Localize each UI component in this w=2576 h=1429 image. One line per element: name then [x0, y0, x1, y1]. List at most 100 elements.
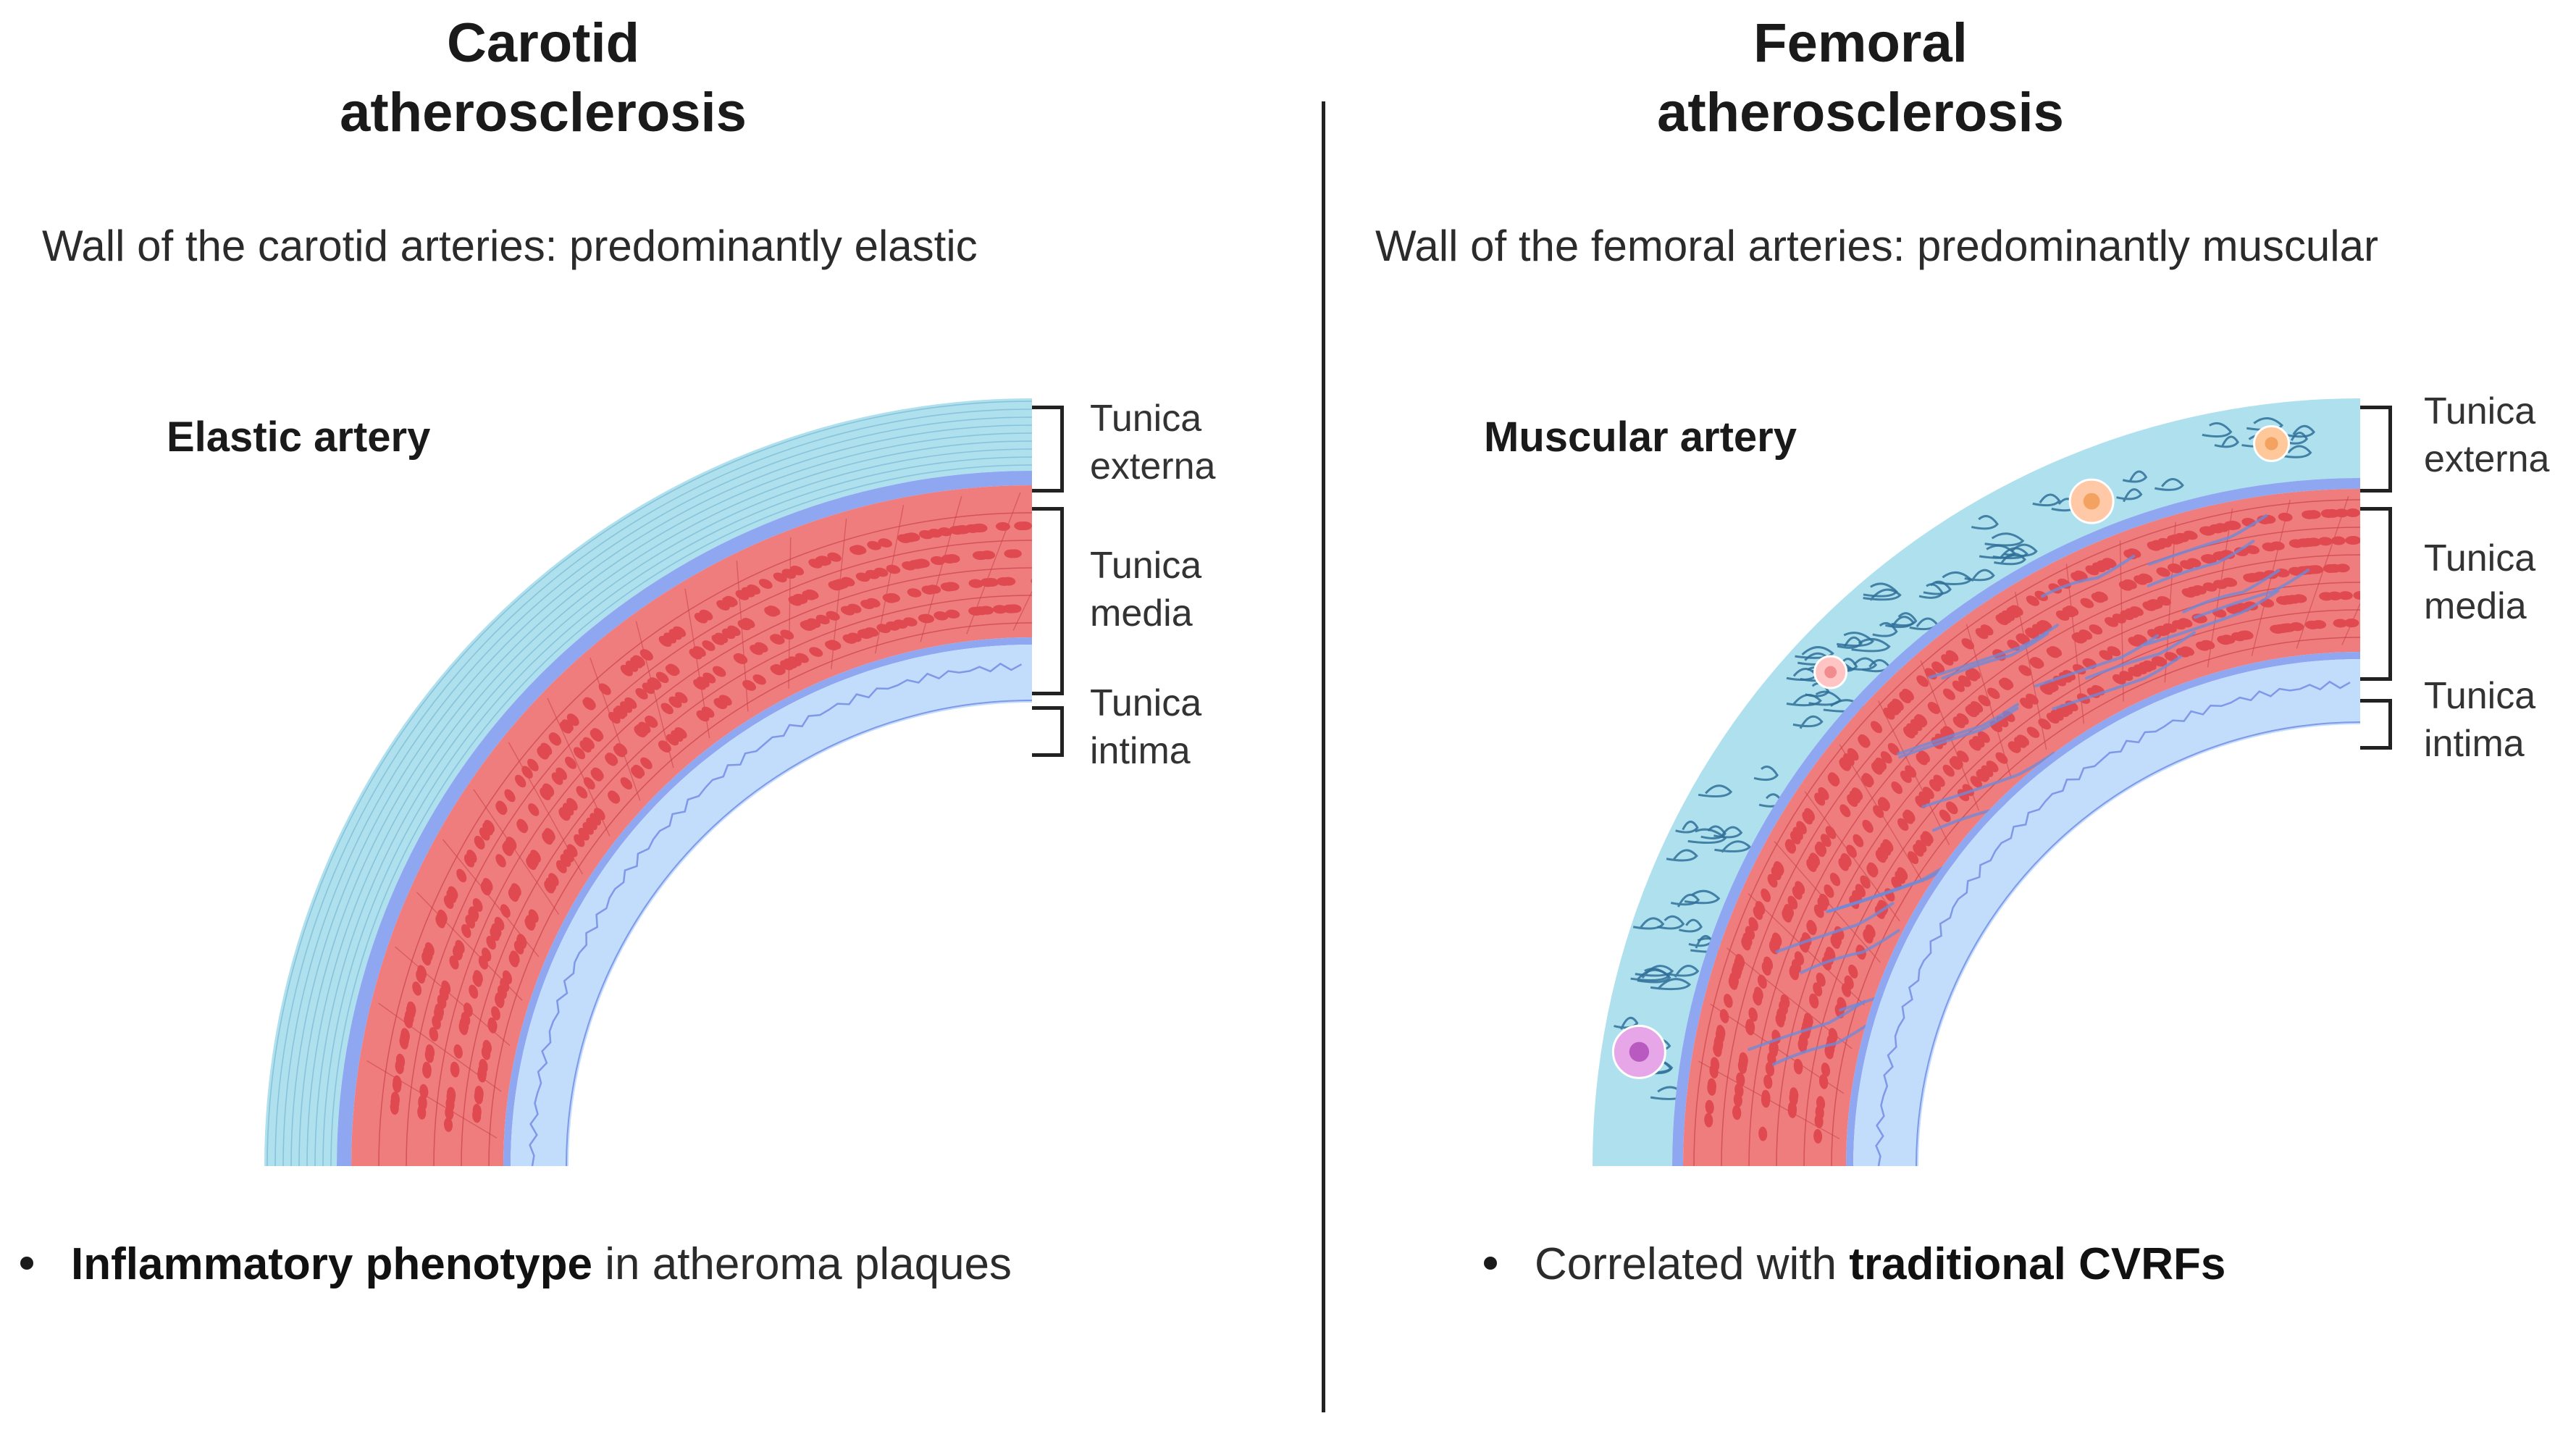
muscle-fiber	[2182, 569, 2281, 613]
externa-fill	[264, 398, 1032, 1166]
smooth-muscle-nucleus	[566, 797, 578, 811]
smooth-muscle-nucleus	[1862, 819, 1874, 833]
collagen-fiber	[1863, 588, 1902, 601]
smooth-muscle-nucleus	[2153, 656, 2168, 666]
smooth-muscle-nucleus	[443, 1117, 453, 1132]
smooth-muscle-boundary	[461, 595, 1032, 1166]
smooth-muscle-nucleus	[1719, 1009, 1729, 1023]
smooth-muscle-nucleus	[795, 653, 809, 663]
muscle-fiber	[1921, 752, 2056, 808]
smooth-muscle-nucleus	[1707, 1081, 1716, 1096]
smooth-muscle-nucleus	[2178, 618, 2193, 628]
smooth-muscle-nucleus	[1889, 701, 1902, 713]
smooth-muscle-nucleus	[1809, 852, 1821, 866]
smooth-muscle-nucleus	[583, 777, 595, 790]
smooth-muscle-nucleus	[544, 828, 555, 842]
artery-type-label: Muscular artery	[1484, 414, 1797, 461]
smooth-muscle-nucleus	[593, 808, 605, 821]
collagen-fiber	[1992, 547, 2029, 560]
intima-wavy-line	[1875, 680, 2351, 1166]
smooth-muscle-nucleus	[1787, 895, 1798, 910]
smooth-muscle-nucleus	[815, 614, 830, 625]
muscle-fiber	[1800, 929, 1900, 974]
bracket-tunica-intima	[2360, 699, 2392, 750]
smooth-muscle-nucleus	[423, 947, 433, 961]
smooth-muscle-nucleus	[1987, 687, 2000, 700]
smooth-muscle-nucleus	[2029, 658, 2043, 669]
collagen-fiber	[1679, 918, 1703, 933]
smooth-muscle-nucleus	[2201, 554, 2215, 564]
smooth-muscle-nucleus	[620, 664, 633, 676]
tunica-media-layer	[351, 485, 1032, 1166]
label-tunica-intima: Tunica intima	[1090, 682, 1202, 772]
smooth-muscle-nucleus	[2333, 619, 2348, 628]
smooth-muscle-nucleus	[2156, 625, 2170, 636]
smooth-muscle-nucleus	[514, 774, 526, 788]
smooth-muscle-nucleus	[2223, 577, 2238, 587]
smooth-muscle-nucleus	[1714, 1035, 1724, 1050]
smooth-muscle-nucleus	[446, 1089, 456, 1105]
smooth-muscle-nucleus	[840, 577, 855, 587]
smooth-muscle-nucleus	[860, 600, 875, 609]
smooth-muscle-nucleus	[2201, 526, 2215, 536]
smooth-muscle-nucleus	[1819, 1074, 1829, 1089]
smooth-muscle-nucleus	[1771, 933, 1782, 947]
smooth-muscle-nucleus	[847, 632, 862, 642]
smooth-muscle-nucleus	[1882, 839, 1894, 852]
smooth-muscle-nucleus	[2091, 592, 2105, 603]
smooth-muscle-nucleus	[502, 970, 513, 984]
smooth-muscle-nucleus	[482, 1039, 492, 1055]
smooth-muscle-nucleus	[2020, 697, 2033, 709]
smooth-muscle-nucleus	[1790, 1087, 1799, 1102]
smooth-muscle-nucleus	[530, 850, 541, 863]
smooth-muscle-nucleus	[718, 695, 732, 706]
smooth-muscle-nucleus	[2226, 520, 2241, 530]
smooth-muscle-nucleus	[2317, 537, 2333, 546]
smooth-muscle-nucleus	[1792, 886, 1803, 900]
smooth-muscle-nucleus	[1796, 821, 1807, 834]
collagen-fiber	[1872, 621, 1898, 637]
smooth-muscle-nucleus	[1793, 1060, 1803, 1075]
smooth-muscle-nucleus	[473, 970, 483, 984]
smooth-muscle-nucleus	[878, 538, 893, 548]
smooth-muscle-nucleus	[750, 645, 763, 655]
smooth-muscle-nucleus	[1861, 774, 1873, 788]
smooth-muscle-nucleus	[1739, 1052, 1748, 1067]
smooth-muscle-nucleus	[1841, 853, 1852, 867]
smooth-muscle-nucleus	[1748, 1007, 1758, 1022]
bullet-dot-icon	[1484, 1256, 1497, 1270]
smooth-muscle-nucleus	[1977, 731, 1990, 743]
collagen-fiber	[1863, 582, 1898, 598]
bracket-tunica-intima	[1032, 706, 1064, 757]
smooth-muscle-nucleus	[453, 1044, 463, 1059]
smooth-muscle-nucleus	[582, 697, 595, 711]
smooth-muscle-nucleus	[1758, 1126, 1768, 1141]
smooth-muscle-nucleus	[2334, 508, 2349, 518]
smooth-muscle-nucleus	[1820, 834, 1832, 847]
smooth-muscle-nucleus	[505, 837, 517, 850]
smooth-muscle-nucleus	[1858, 735, 1870, 748]
smooth-muscle-nucleus	[2018, 665, 2032, 676]
smooth-muscle-nucleus	[2289, 622, 2304, 632]
smooth-muscle-nucleus	[2239, 630, 2254, 640]
smooth-muscle-nucleus	[469, 984, 479, 999]
smooth-muscle-nucleus	[1790, 831, 1801, 845]
collagen-fiber	[1846, 657, 1878, 671]
label-tunica-intima: Tunica intima	[2424, 675, 2536, 765]
smooth-muscle-nucleus	[1828, 1028, 1838, 1042]
smooth-muscle-nucleus	[521, 766, 533, 779]
smooth-muscle-boundary	[1693, 499, 2360, 1166]
smooth-muscle-nucleus	[1877, 847, 1889, 860]
muscle-fiber	[1775, 902, 1895, 953]
smooth-muscle-nucleus	[540, 742, 553, 755]
smooth-muscle-nucleus	[1998, 679, 2012, 690]
collagen-fiber	[1918, 583, 1944, 599]
bracket-tunica-externa	[1032, 406, 1064, 493]
smooth-muscle-nucleus	[590, 729, 603, 742]
smooth-muscle-nucleus	[1821, 1063, 1831, 1077]
smooth-muscle-nucleus	[780, 629, 794, 640]
smooth-muscle-nucleus	[2169, 534, 2184, 544]
smooth-muscle-nucleus	[559, 721, 572, 734]
smooth-muscle-nucleus	[886, 564, 901, 574]
smooth-muscle-nucleus	[477, 1065, 487, 1080]
